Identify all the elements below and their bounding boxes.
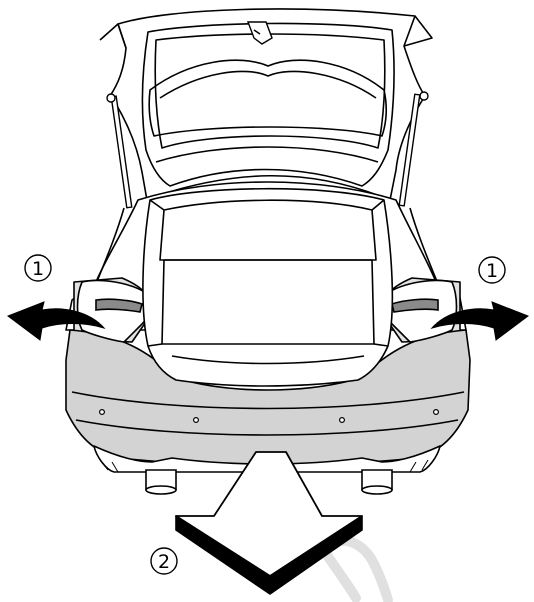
right-strut-mount	[419, 91, 429, 101]
bumper-lower-line	[75, 419, 459, 436]
callout-left-number: 1	[32, 258, 44, 280]
right-pillar	[409, 207, 439, 285]
callout-bottom-number: 2	[158, 551, 170, 573]
glass-inner-line	[159, 70, 377, 99]
parking-sensors	[98, 409, 440, 424]
diffuser-fins	[99, 459, 429, 473]
left-pillar	[95, 207, 125, 285]
left-exhaust-tip	[145, 485, 177, 495]
spoiler-left	[99, 23, 127, 49]
pull-arrows	[6, 301, 530, 341]
callout-bottom: 2	[150, 547, 178, 575]
sensor-inner-left	[193, 417, 200, 424]
right-pull-arrow	[430, 301, 530, 341]
callout-left: 1	[24, 254, 52, 282]
left-pull-arrow	[6, 301, 106, 341]
diffuser	[93, 445, 441, 473]
spoiler-right	[403, 15, 433, 47]
bumper-crease-line	[71, 391, 465, 410]
luggage-compartment	[142, 187, 394, 387]
trunk-right-wall	[371, 199, 389, 347]
right-exhaust-tip	[361, 485, 393, 495]
tailgate-handle	[246, 21, 273, 45]
trunk-opening	[142, 187, 394, 387]
left-tail-light-detail	[95, 298, 143, 313]
callout-right-number: 1	[486, 260, 498, 282]
tailgate-inner-edge	[154, 33, 386, 149]
pull-down-arrow-shadow	[175, 515, 363, 595]
right-strut	[398, 93, 421, 207]
tailgate-inner-frame	[141, 22, 395, 187]
lid-bottom-line	[155, 146, 379, 163]
callout-bottom-circle	[150, 547, 178, 575]
trunk-inner	[159, 199, 377, 261]
callout-left-circle	[24, 254, 52, 282]
callout-right: 1	[478, 256, 506, 284]
sensor-outer-right	[433, 409, 440, 416]
callout-right-circle	[478, 256, 506, 284]
left-strut-mount	[106, 93, 116, 103]
gas-struts	[106, 91, 429, 209]
exhaust-pipes	[145, 469, 393, 495]
sensor-inner-right	[339, 417, 346, 424]
rear-window-glass	[148, 59, 387, 137]
sensor-outer-left	[98, 409, 105, 416]
right-tail-light-detail	[391, 298, 439, 313]
trunk-left-wall	[147, 199, 165, 347]
trunk-sill	[171, 355, 365, 365]
